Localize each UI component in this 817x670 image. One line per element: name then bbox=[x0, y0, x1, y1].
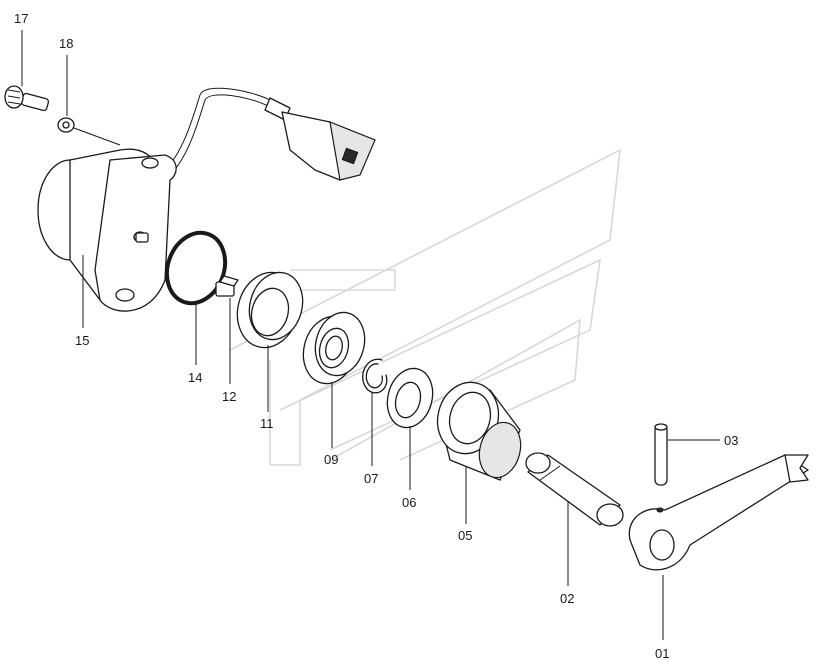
label-01: 01 bbox=[655, 646, 669, 661]
leader-lines bbox=[21, 30, 720, 640]
part-06-shim bbox=[386, 367, 434, 429]
part-02-pin bbox=[525, 452, 624, 527]
part-12-key bbox=[215, 275, 239, 297]
label-07: 07 bbox=[364, 471, 378, 486]
part-15-sensor bbox=[37, 87, 376, 312]
part-01-lever bbox=[628, 454, 809, 571]
label-12: 12 bbox=[222, 389, 236, 404]
part-18-washer bbox=[57, 117, 121, 146]
part-03-spring-pin bbox=[654, 423, 668, 486]
label-05: 05 bbox=[458, 528, 472, 543]
part-05-bushing bbox=[436, 381, 522, 481]
part-17-bolt bbox=[4, 85, 50, 112]
label-02: 02 bbox=[560, 591, 574, 606]
part-labels: 17 18 15 14 12 11 09 07 06 05 02 03 01 bbox=[14, 11, 738, 661]
label-18: 18 bbox=[59, 36, 73, 51]
part-14-o-ring bbox=[164, 230, 228, 306]
label-09: 09 bbox=[324, 452, 338, 467]
part-07-snap-ring bbox=[362, 358, 388, 394]
part-09-bearing bbox=[302, 311, 366, 385]
label-17: 17 bbox=[14, 11, 28, 26]
label-11: 11 bbox=[260, 416, 274, 431]
label-03: 03 bbox=[724, 433, 738, 448]
label-15: 15 bbox=[75, 333, 89, 348]
part-11-seal bbox=[236, 271, 304, 349]
label-14: 14 bbox=[188, 370, 202, 385]
label-06: 06 bbox=[402, 495, 416, 510]
